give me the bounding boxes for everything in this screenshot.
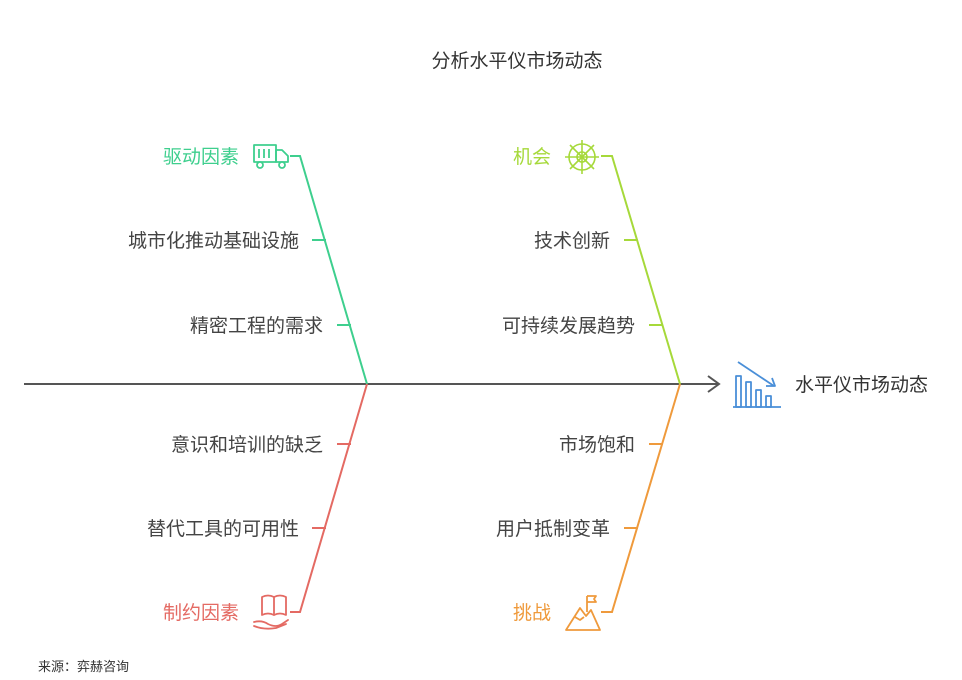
bar-chart-down-icon <box>733 361 781 408</box>
opportunities-label: 机会 <box>513 146 551 168</box>
mountain-flag-icon <box>565 595 601 631</box>
branch-drivers: 驱动因素 城市化推动基础设施 精密工程的需求 <box>128 144 368 385</box>
drivers-item-2: 精密工程的需求 <box>190 315 323 337</box>
opportunities-item-2: 可持续发展趋势 <box>502 315 635 337</box>
drivers-bone <box>290 155 368 385</box>
source-note: 来源：弈赫咨询 <box>38 660 130 675</box>
branch-challenges: 挑战 市场饱和 用户抵制变革 <box>496 383 681 631</box>
challenges-item-1: 市场饱和 <box>559 434 635 456</box>
branch-opportunities: 机会 技术创新 可持续发展趋势 <box>502 140 681 385</box>
challenges-item-2: 用户抵制变革 <box>496 518 610 540</box>
opportunities-item-1: 技术创新 <box>534 230 610 252</box>
restraints-item-1: 意识和培训的缺乏 <box>171 434 323 456</box>
diagram-title: 分析水平仪市场动态 <box>431 50 602 72</box>
spine-arrowhead <box>707 375 721 393</box>
restraints-label: 制约因素 <box>163 602 239 624</box>
effect-label: 水平仪市场动态 <box>795 374 928 396</box>
drivers-label: 驱动因素 <box>163 146 239 168</box>
drivers-item-1: 城市化推动基础设施 <box>128 230 299 252</box>
branch-restraints: 制约因素 意识和培训的缺乏 替代工具的可用性 <box>147 383 368 630</box>
challenges-label: 挑战 <box>513 602 551 624</box>
challenges-bone <box>601 383 681 613</box>
truck-icon <box>253 144 289 169</box>
opportunities-bone <box>601 155 681 385</box>
book-hand-icon <box>253 594 289 630</box>
restraints-bone <box>290 383 368 613</box>
restraints-item-2: 替代工具的可用性 <box>147 518 299 540</box>
sparkle-icon <box>565 140 599 174</box>
